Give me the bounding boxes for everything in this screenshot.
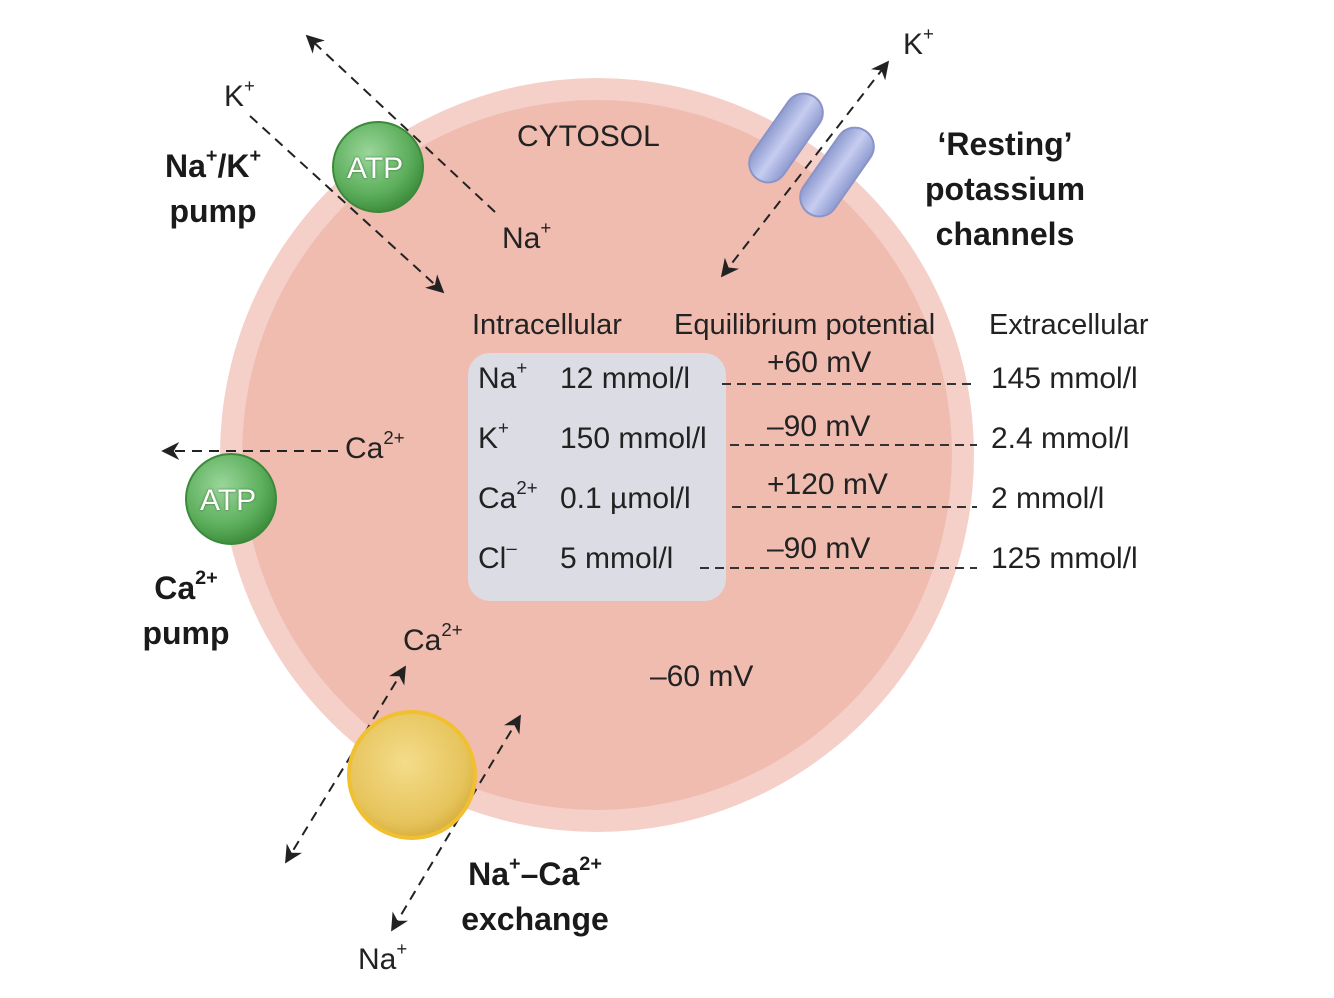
na-ca-exchanger (347, 710, 477, 840)
ca-pump-title: Ca2+ pump (142, 567, 230, 651)
potassium-channels (748, 92, 875, 218)
ion-na-exchanger: Na+ (358, 938, 408, 976)
header-intracellular: Intracellular (472, 309, 622, 341)
row-na-eq: +60 mV (767, 346, 872, 379)
ion-na-nak-pump: Na+ (502, 217, 552, 255)
resting-channels-title: ‘Resting’ potassium channels (924, 126, 1086, 252)
equilibrium-lines (700, 383, 977, 569)
ion-k-channel: K+ (903, 23, 934, 61)
atp-label-nak: ATP (347, 152, 404, 185)
cytosol-label: CYTOSOL (517, 120, 660, 153)
row-na-ion: Na+ (478, 357, 528, 395)
k-in-arrow (249, 115, 445, 294)
ion-ca-pump: Ca2+ (345, 427, 405, 465)
row-ca-ion: Ca2+ (478, 477, 538, 515)
exchange-ca-arrow (285, 665, 406, 864)
row-k-extra: 2.4 mmol/l (991, 422, 1130, 455)
row-na-intra: 12 mmol/l (560, 362, 691, 395)
row-ca-intra: 0.1 µmol/l (560, 482, 691, 515)
row-cl-ion: Cl– (478, 537, 517, 575)
header-extracellular: Extracellular (989, 309, 1149, 341)
na-out-arrow (305, 34, 496, 213)
row-ca-extra: 2 mmol/l (991, 482, 1105, 515)
atp-label-ca: ATP (200, 484, 257, 517)
row-cl-extra: 125 mmol/l (991, 542, 1138, 575)
k-channel-arrow (720, 60, 890, 278)
ion-ca-exchanger: Ca2+ (403, 619, 463, 657)
header-equilibrium: Equilibrium potential (674, 309, 936, 341)
row-k-eq: –90 mV (767, 410, 871, 443)
row-k-intra: 150 mmol/l (560, 422, 707, 455)
row-cl-intra: 5 mmol/l (560, 542, 674, 575)
exchange-na-arrow (391, 714, 521, 932)
membrane-potential: –60 mV (650, 660, 754, 693)
transport-arrows (161, 34, 890, 932)
exchanger-title: Na+–Ca2+ exchange (461, 853, 609, 937)
ca-pump-atp (185, 453, 277, 545)
intracellular-table-box (468, 353, 726, 601)
row-ca-eq: +120 mV (767, 468, 888, 501)
row-k-ion: K+ (478, 417, 509, 455)
na-k-pump-atp (332, 121, 424, 213)
row-cl-eq: –90 mV (767, 532, 871, 565)
nak-pump-title: Na+/K+ pump (164, 145, 262, 229)
row-na-extra: 145 mmol/l (991, 362, 1138, 395)
ion-k-nak-pump: K+ (224, 75, 255, 113)
